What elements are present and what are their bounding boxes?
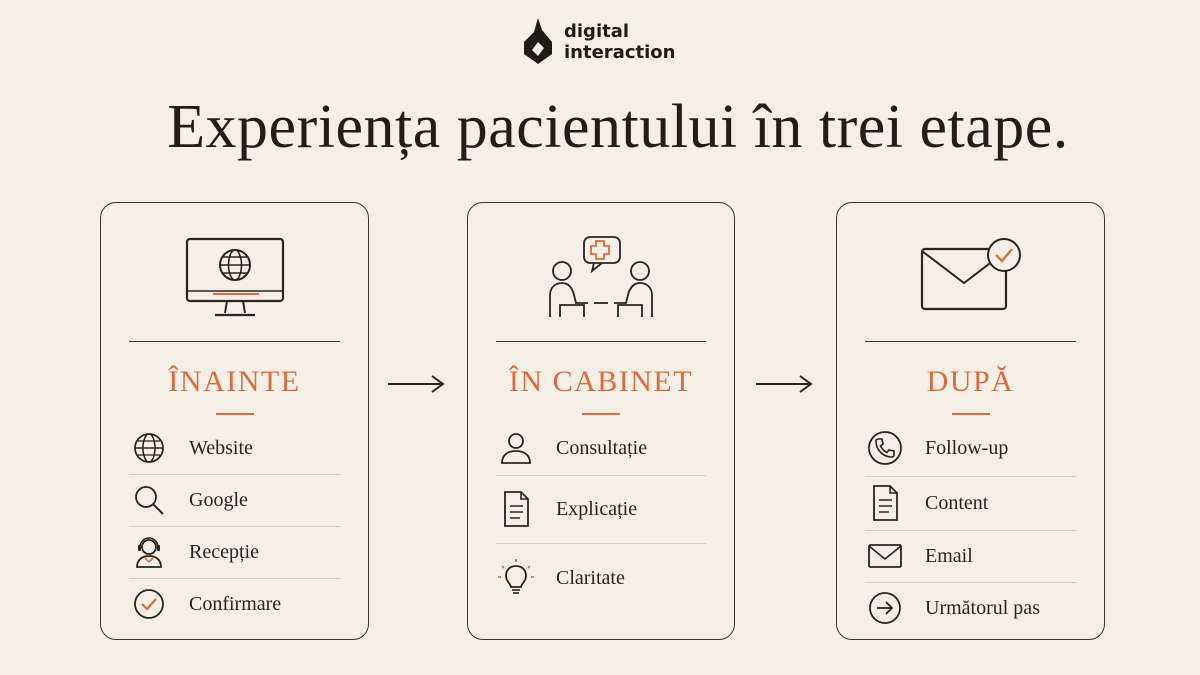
card-divider	[496, 341, 706, 342]
list-item-urmatorul-pas: Următorul pas	[865, 582, 1076, 634]
item-label: Content	[925, 491, 989, 514]
receptionist-headset-icon	[136, 537, 162, 568]
title-accent-line	[215, 413, 254, 415]
monitor-globe-icon	[185, 237, 284, 317]
document-icon	[873, 485, 898, 521]
search-icon	[135, 486, 164, 515]
arrow-circle-icon	[869, 592, 901, 624]
doctor-patient-consultation-icon	[549, 236, 653, 317]
list-item-follow-up: Follow-up	[865, 420, 1076, 477]
item-label: Website	[189, 436, 253, 459]
stage-card-dupa: DUPĂ Follow-up Content Email Următo	[836, 202, 1105, 640]
item-label: Follow-up	[925, 436, 1009, 459]
check-circle-icon	[134, 589, 164, 619]
arrow-right-icon	[388, 375, 445, 393]
brand-mark-icon	[524, 18, 552, 64]
envelope-check-icon	[920, 238, 1021, 311]
arrow-right-icon	[756, 375, 813, 393]
envelope-icon	[868, 544, 902, 568]
item-label: Recepție	[189, 540, 259, 563]
list-item-claritate: Claritate	[496, 543, 706, 613]
page-title: Experiența pacientului în trei etape.	[167, 93, 1069, 161]
document-icon	[504, 491, 529, 527]
stage-card-in-cabinet: ÎN CABINET Consultație Explicație	[467, 202, 735, 640]
list-item-content: Content	[865, 476, 1076, 531]
card-divider	[865, 341, 1076, 342]
list-item-explicatie: Explicație	[496, 475, 706, 544]
stage-title: ÎN CABINET	[508, 365, 694, 398]
lightbulb-icon	[498, 559, 534, 594]
item-label: Google	[189, 488, 248, 511]
item-label: Email	[925, 544, 973, 567]
card-divider	[129, 341, 340, 342]
list-item-website: Website	[129, 422, 340, 475]
list-item-receptie: Recepție	[129, 526, 340, 579]
item-label: Claritate	[556, 566, 625, 589]
stage-title: DUPĂ	[926, 365, 1015, 398]
item-label: Consultație	[556, 436, 648, 459]
brand-name: digital interaction	[564, 21, 675, 63]
list-item-confirmare: Confirmare	[129, 578, 340, 630]
globe-icon	[134, 433, 164, 463]
item-label: Confirmare	[189, 592, 282, 615]
phone-icon	[868, 431, 902, 465]
title-accent-line	[951, 413, 990, 415]
title-accent-line	[582, 413, 620, 415]
item-label: Următorul pas	[925, 596, 1040, 619]
item-label: Explicație	[556, 497, 638, 520]
list-item-email: Email	[865, 530, 1076, 583]
brand-logo: digital interaction	[518, 16, 675, 68]
brand-line-1: digital	[564, 21, 630, 42]
brand-line-2: interaction	[564, 42, 676, 63]
stage-card-inainte: ÎNAINTE Website Google Recepție	[100, 202, 369, 640]
person-icon	[501, 433, 531, 464]
list-item-google: Google	[129, 474, 340, 527]
list-item-consultatie: Consultație	[496, 421, 706, 476]
stage-title: ÎNAINTE	[168, 365, 301, 398]
